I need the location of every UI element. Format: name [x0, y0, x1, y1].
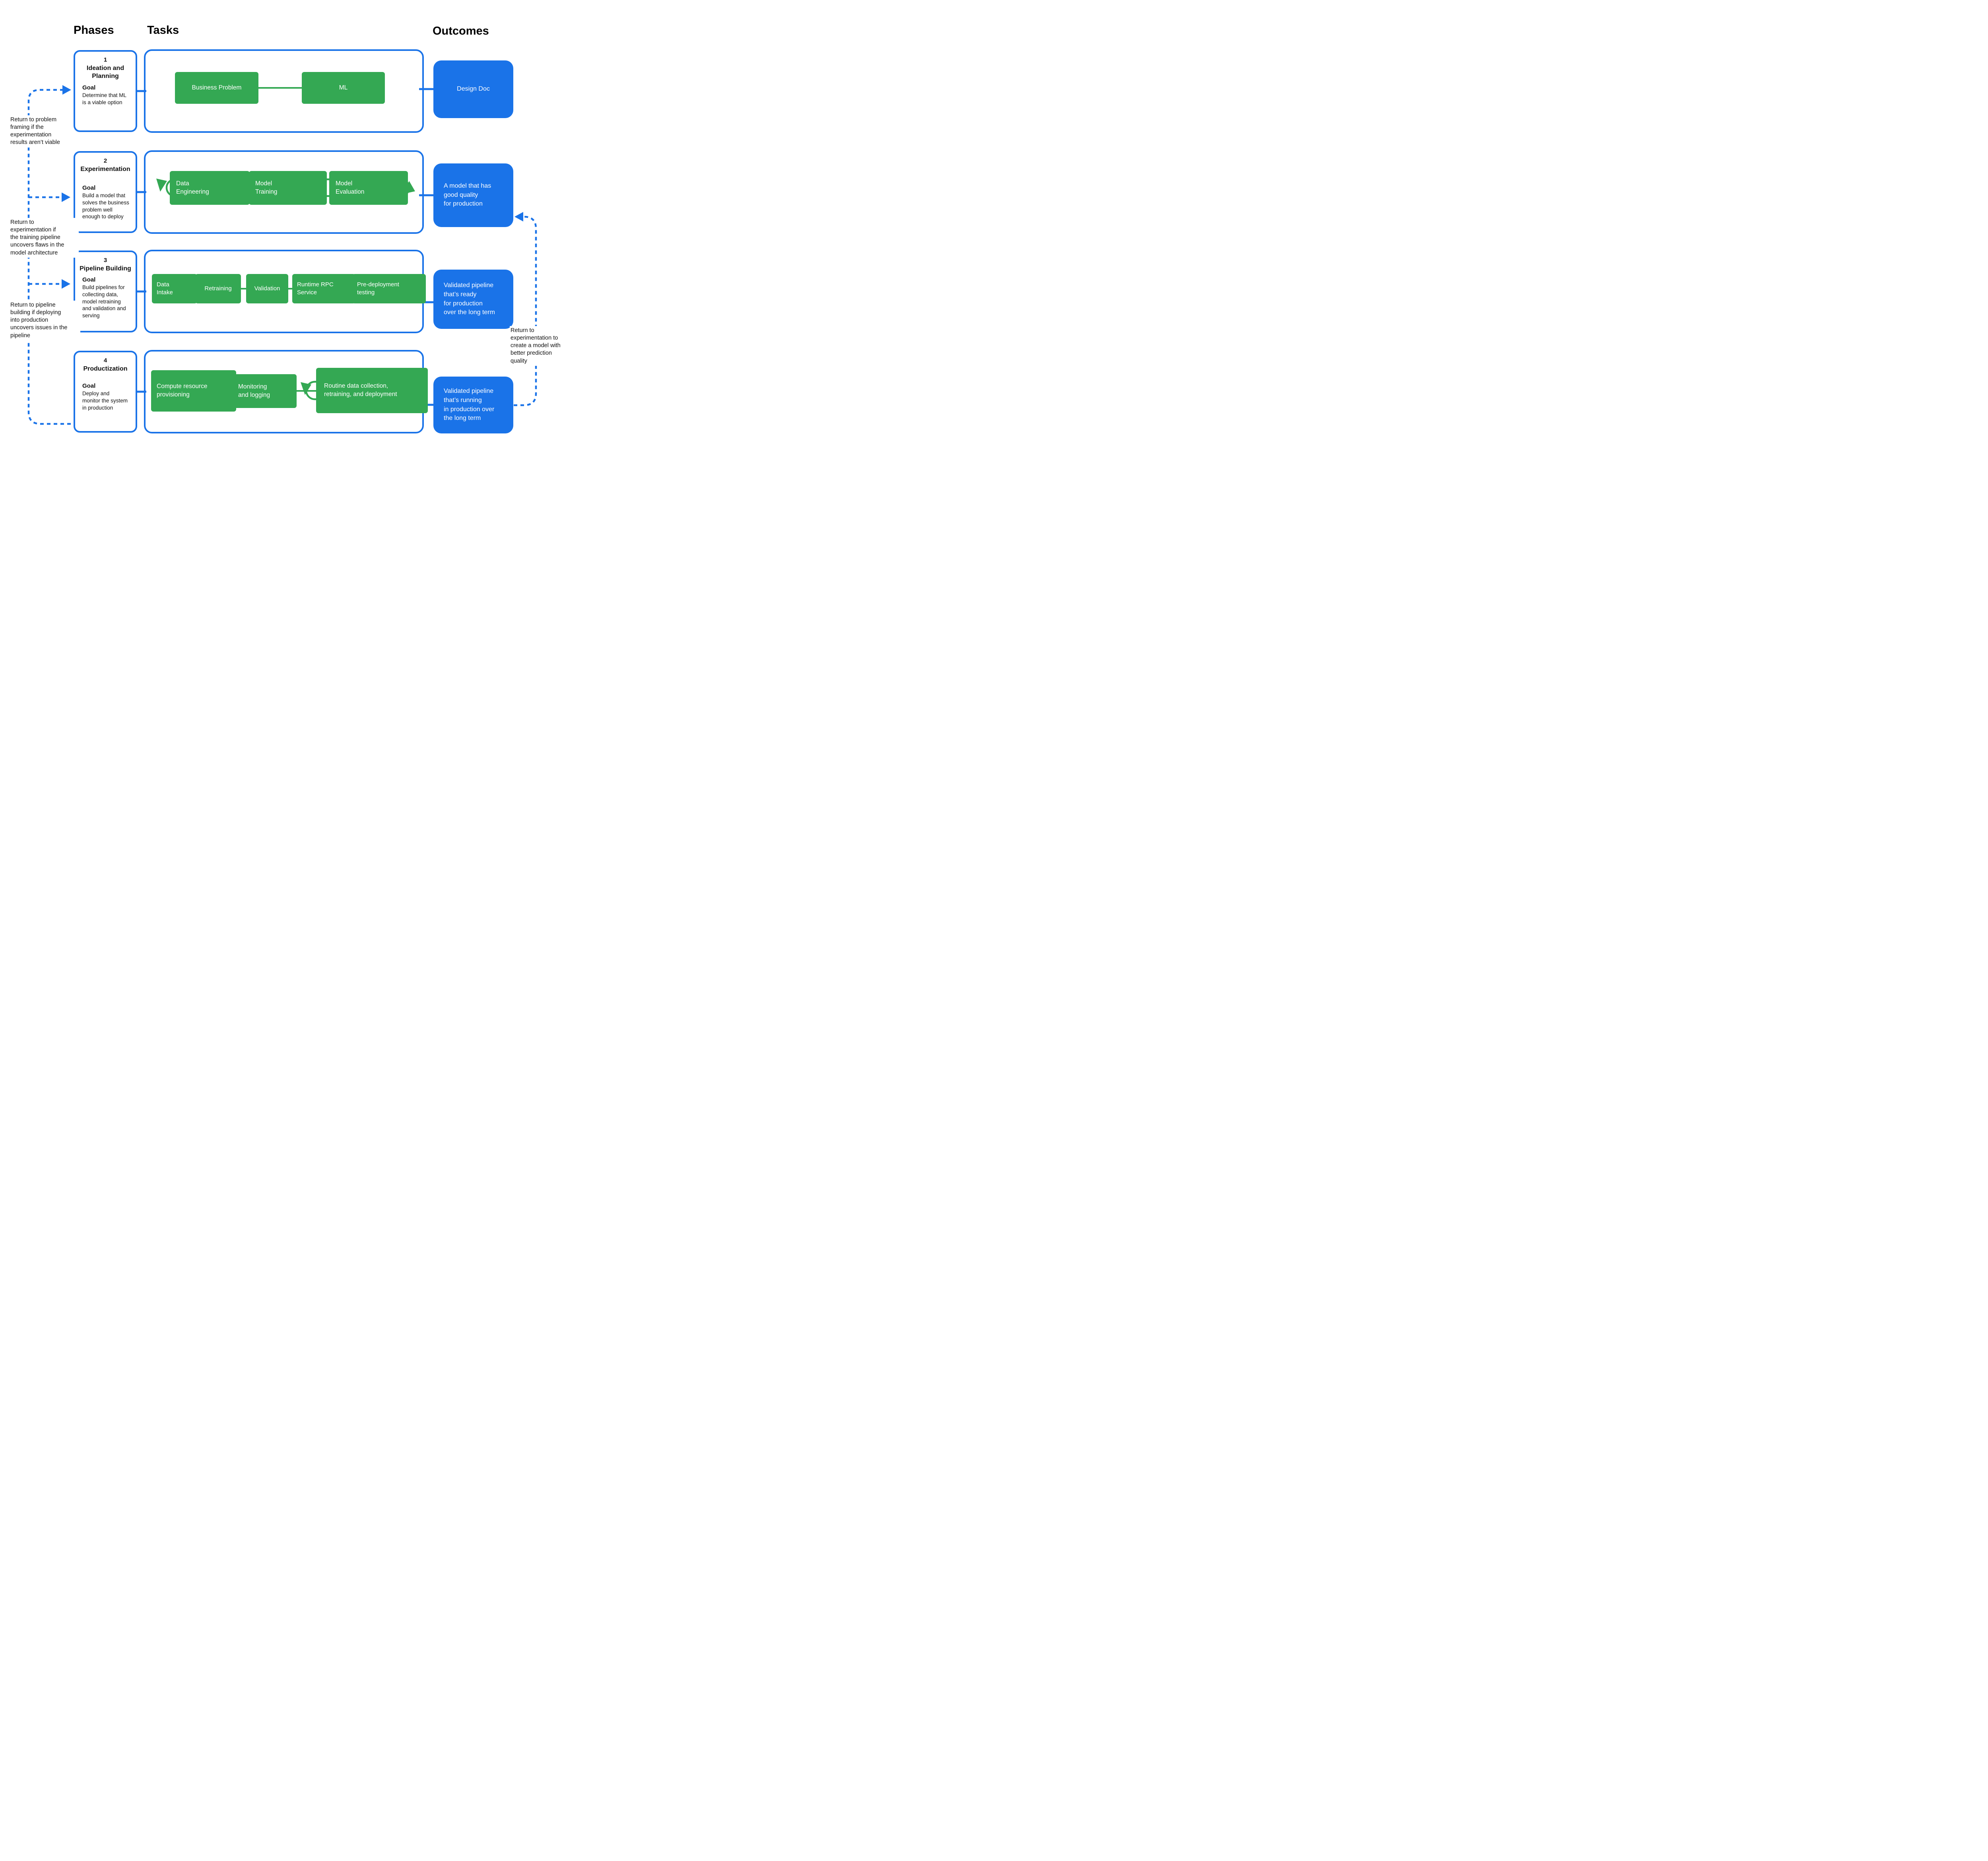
phase-number: 2: [103, 157, 107, 164]
annotation-return-to-problem-framing: Return to problem framing if the experim…: [10, 115, 72, 148]
task-routine-data-collection: Routine data collection, retraining, and…: [316, 368, 428, 413]
phase-card-ideation: 1 Ideation and Planning Goal Determine t…: [74, 50, 137, 132]
experimentation-loop-left-arrow-icon: [156, 179, 167, 192]
phase-number: 4: [103, 357, 107, 364]
feedback-path-right: [514, 216, 537, 406]
feedback-arrow-to-ideation-icon: [62, 85, 71, 95]
annotation-return-for-better-prediction: Return to experimentation to create a mo…: [510, 326, 563, 366]
feedback-arrow-to-experimentation-icon: [62, 192, 70, 202]
task-model-training: Model Training: [249, 171, 327, 205]
phase-number: 1: [103, 56, 107, 63]
phase-number: 3: [103, 257, 107, 264]
outcome-design-doc: Design Doc: [433, 60, 513, 118]
phase-card-experimentation: 2 Experimentation Goal Build a model tha…: [74, 151, 137, 233]
mlops-phases-diagram: Phases Tasks Outcomes: [0, 0, 564, 465]
annotation-return-to-experimentation: Return to experimentation if the trainin…: [10, 218, 79, 258]
production-loop-left-arrow-icon: [301, 382, 311, 395]
outcome-quality-model: A model that has good quality for produc…: [433, 163, 513, 227]
phase-title: Productization: [83, 365, 128, 372]
outcomes-column-header: Outcomes: [433, 25, 489, 37]
task-compute-resource-provisioning: Compute resource provisioning: [151, 370, 236, 412]
outcome-validated-pipeline-ready: Validated pipeline that’s ready for prod…: [433, 270, 513, 329]
goal-text: Deploy and monitor the system in product…: [82, 390, 128, 411]
goal-label: Goal: [82, 276, 96, 283]
task-model-evaluation: Model Evaluation: [329, 171, 408, 205]
goal-text: Determine that ML is a viable option: [82, 92, 127, 105]
task-data-intake: Data Intake: [152, 274, 197, 303]
goal-label: Goal: [82, 185, 96, 191]
tasks-column-header: Tasks: [147, 24, 179, 37]
annotation-return-to-pipeline-building: Return to pipeline building if deploying…: [10, 301, 80, 340]
goal-label: Goal: [82, 84, 96, 91]
task-validation: Validation: [246, 274, 288, 303]
task-runtime-rpc-service: Runtime RPC Service: [292, 274, 355, 303]
task-pre-deployment-testing: Pre-deployment testing: [352, 274, 426, 303]
goal-text: Build pipelines for collecting data, mod…: [82, 284, 126, 319]
phases-column-header: Phases: [74, 24, 114, 37]
task-retraining: Retraining: [195, 274, 241, 303]
task-ml: ML: [302, 72, 385, 104]
task-monitoring-and-logging: Monitoring and logging: [233, 374, 297, 408]
task-business-problem: Business Problem: [175, 72, 258, 104]
goal-text: Build a model that solves the business p…: [82, 192, 129, 220]
phase-title: Ideation and Planning: [86, 65, 124, 80]
feedback-arrow-to-model-outcome-icon: [514, 212, 523, 221]
phase-card-pipeline-building: 3 Pipeline Building Goal Build pipelines…: [74, 251, 137, 332]
task-data-engineering: Data Engineering: [170, 171, 250, 205]
goal-label: Goal: [82, 383, 96, 389]
feedback-arrow-to-pipeline-building-icon: [62, 279, 70, 289]
phase-card-productization: 4 Productization Goal Deploy and monitor…: [74, 351, 137, 433]
phase-title: Experimentation: [80, 166, 130, 173]
outcome-validated-pipeline-running: Validated pipeline that’s running in pro…: [433, 377, 513, 433]
phase-title: Pipeline Building: [80, 265, 131, 272]
